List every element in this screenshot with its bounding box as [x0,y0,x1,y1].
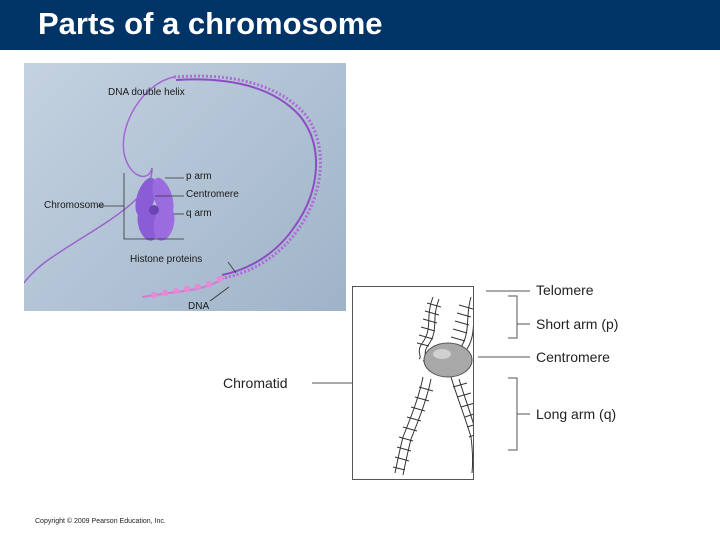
histone-bead [195,284,201,290]
long-arm-label: Long arm (q) [536,406,616,422]
telomere-label: Telomere [536,282,594,298]
short-arm-label: Short arm (p) [536,316,618,332]
p-arm-label: p arm [186,171,212,182]
centromere-shape [424,343,472,377]
slide-title: Parts of a chromosome [38,6,383,42]
copyright-text: Copyright © 2009 Pearson Education, Inc. [35,518,166,525]
dna-thin-strand [24,168,152,289]
dna-leader [210,287,229,301]
chromatid-diagram [352,286,474,480]
lower-right-arm [451,377,473,473]
lower-left-arm [393,377,433,475]
chromosome-dna-illustration: DNA double helix p arm Centromere Chromo… [24,63,346,311]
histone-proteins-label: Histone proteins [130,254,202,265]
chromatid-drawing [353,287,473,479]
centromere-label: Centromere [536,349,610,365]
histone-bead [217,276,223,282]
histone-leader [228,262,236,273]
chromosome-dna-drawing [24,63,346,311]
histone-bead [162,290,168,296]
histone-bead [184,286,190,292]
title-bar: Parts of a chromosome [0,0,720,50]
centromere-label: Centromere [186,189,239,200]
q-arm-label: q arm [186,208,212,219]
dna-label: DNA [188,301,209,311]
histone-bead [151,292,157,298]
chromosome-body [131,175,177,242]
histone-bead [173,288,179,294]
histone-bead [206,281,212,287]
chromatid-label: Chromatid [223,375,288,391]
chromosome-label: Chromosome [44,200,104,211]
dna-double-helix-label: DNA double helix [108,87,185,98]
